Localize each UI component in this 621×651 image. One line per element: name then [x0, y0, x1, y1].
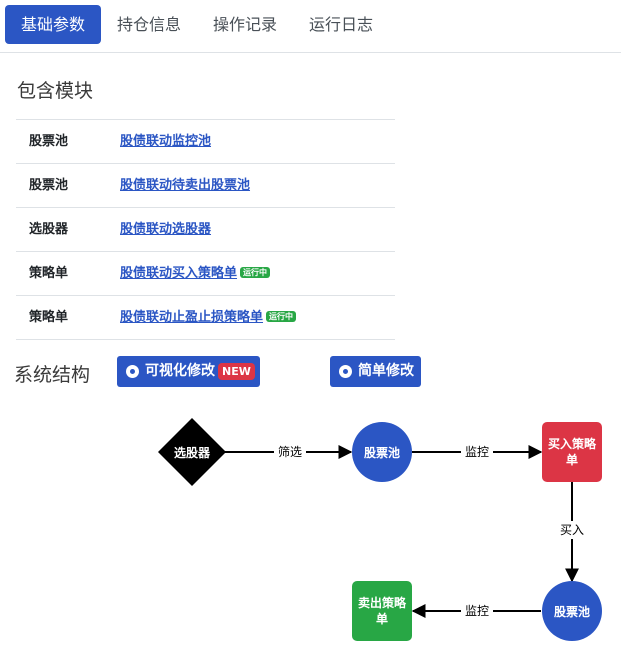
modules-title: 包含模块 — [17, 80, 94, 102]
pool-2-circle — [542, 581, 602, 641]
edge-monitor-1: 监控 — [412, 443, 543, 461]
module-type: 股票池 — [29, 178, 69, 193]
edge-buy-in: 买入 — [556, 482, 588, 583]
table-row: 策略单 股债联动买入策略单运行中 — [16, 252, 395, 296]
tab-operation-log[interactable]: 操作记录 — [212, 15, 277, 34]
node-sell-strategy[interactable]: 卖出策略单 — [352, 581, 412, 641]
tab-bar: 基础参数 持仓信息 操作记录 运行日志 — [0, 0, 621, 53]
buy-strategy-text-wrap: 买入策略单 — [547, 437, 596, 467]
pool-1-circle — [352, 422, 412, 482]
table-row: 股票池 股债联动监控池 — [16, 120, 395, 164]
module-link-text[interactable]: 股债联动止盈止损策略单 — [120, 310, 264, 325]
module-type: 策略单 — [29, 310, 69, 325]
module-type: 选股器 — [29, 222, 69, 237]
module-link[interactable]: 股债联动选股器 — [120, 222, 212, 237]
module-link[interactable]: 股债联动监控池 — [120, 134, 212, 149]
edge-filter: 筛选 — [225, 443, 353, 461]
module-link[interactable]: 股债联动待卖出股票池 — [120, 178, 251, 193]
modules-table: 股票池 股债联动监控池 股票池 股债联动待卖出股票池 选股器 股债联动选股器 策… — [16, 119, 395, 340]
node-buy-strategy[interactable]: 买入策略单 — [542, 422, 602, 482]
table-row: 选股器 股债联动选股器 — [16, 208, 395, 252]
node-label-pool-2: 股票池 — [554, 604, 590, 619]
module-link-text[interactable]: 股债联动买入策略单 — [120, 266, 238, 281]
node-pool-1[interactable]: 股票池 — [352, 422, 412, 482]
visual-edit-label: 可视化修改 — [145, 363, 215, 379]
radio-icon — [339, 365, 352, 378]
running-badge: 运行中 — [240, 267, 271, 278]
visual-edit-button[interactable]: 可视化修改 NEW — [117, 356, 260, 387]
simple-edit-button[interactable]: 简单修改 — [330, 356, 421, 387]
simple-edit-label: 简单修改 — [358, 363, 414, 379]
edge-label-buy-in: 买入 — [560, 523, 584, 537]
table-row: 策略单 股债联动止盈止损策略单运行中 — [16, 296, 395, 340]
node-label-sell-strategy: 卖出策略单 — [357, 596, 406, 626]
module-type: 策略单 — [29, 266, 69, 281]
edge-label-monitor-2: 监控 — [465, 604, 489, 618]
edge-monitor-2: 监控 — [411, 602, 541, 620]
radio-icon — [126, 365, 139, 378]
edge-label-monitor-1: 监控 — [465, 445, 489, 459]
node-label-buy-strategy: 买入策略单 — [547, 437, 596, 467]
structure-title: 系统结构 — [14, 364, 91, 386]
sell-strategy-text-wrap: 卖出策略单 — [357, 596, 406, 626]
tab-positions[interactable]: 持仓信息 — [116, 15, 181, 34]
selector-diamond — [158, 418, 226, 486]
running-badge: 运行中 — [266, 311, 297, 322]
node-label-pool-1: 股票池 — [364, 445, 400, 460]
buy-strategy-box — [542, 422, 602, 482]
sell-strategy-box — [352, 581, 412, 641]
module-link[interactable]: 股债联动止盈止损策略单运行中 — [120, 296, 297, 340]
module-type: 股票池 — [29, 134, 69, 149]
node-pool-2[interactable]: 股票池 — [542, 581, 602, 641]
edge-label-filter: 筛选 — [278, 444, 302, 459]
node-selector[interactable]: 选股器 — [158, 418, 226, 486]
tab-basic-params[interactable]: 基础参数 — [5, 5, 101, 44]
tab-run-log[interactable]: 运行日志 — [308, 15, 373, 34]
table-row: 股票池 股债联动待卖出股票池 — [16, 164, 395, 208]
node-label-selector: 选股器 — [174, 445, 211, 460]
new-badge: NEW — [218, 363, 255, 380]
module-link[interactable]: 股债联动买入策略单运行中 — [120, 252, 271, 296]
